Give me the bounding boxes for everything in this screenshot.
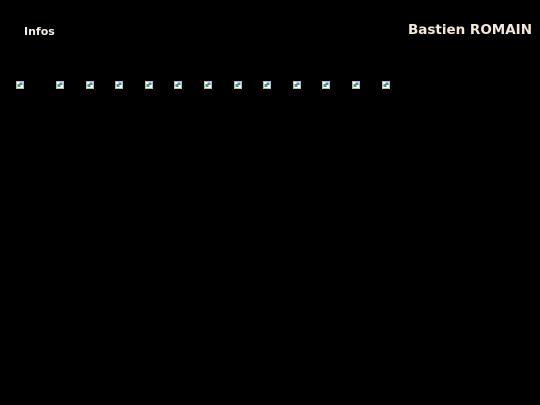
broken-image-icon	[16, 81, 24, 89]
broken-image-icon	[382, 81, 390, 89]
broken-image-icon	[234, 81, 242, 89]
gallery-thumbnail[interactable]	[352, 81, 360, 89]
broken-image-icon	[115, 81, 123, 89]
gallery-thumbnail[interactable]	[56, 81, 64, 89]
gallery-thumbnail[interactable]	[86, 81, 94, 89]
broken-image-icon	[145, 81, 153, 89]
gallery-thumbnail[interactable]	[322, 81, 330, 89]
gallery-thumbnail[interactable]	[293, 81, 301, 89]
gallery-thumbnail[interactable]	[115, 81, 123, 89]
gallery-thumbnail[interactable]	[204, 81, 212, 89]
infos-link[interactable]: Infos	[24, 25, 55, 38]
broken-image-icon	[204, 81, 212, 89]
gallery-thumbnail[interactable]	[234, 81, 242, 89]
broken-image-icon	[174, 81, 182, 89]
thumbnail-strip	[0, 0, 540, 100]
author-name: Bastien ROMAIN	[407, 22, 532, 38]
broken-image-icon	[263, 81, 271, 89]
broken-image-icon	[86, 81, 94, 89]
gallery-thumbnail[interactable]	[16, 81, 24, 89]
gallery-thumbnail[interactable]	[174, 81, 182, 89]
broken-image-icon	[322, 81, 330, 89]
broken-image-icon	[352, 81, 360, 89]
broken-image-icon	[56, 81, 64, 89]
gallery-thumbnail[interactable]	[263, 81, 271, 89]
broken-image-icon	[293, 81, 301, 89]
gallery-thumbnail[interactable]	[145, 81, 153, 89]
gallery-thumbnail[interactable]	[382, 81, 390, 89]
